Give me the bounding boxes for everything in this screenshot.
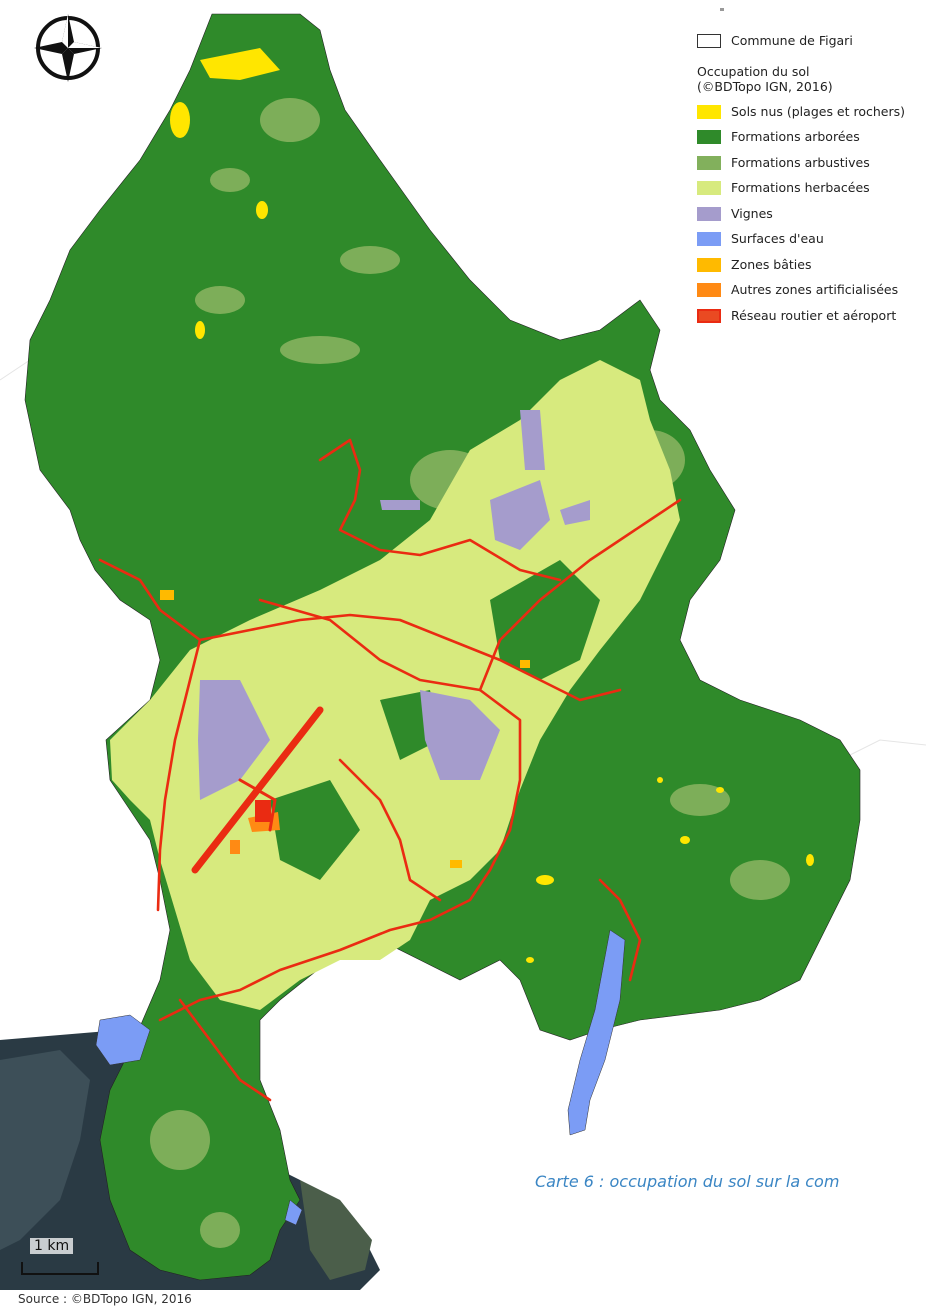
legend-label: Commune de Figari — [731, 32, 853, 48]
satellite-coast — [0, 1050, 90, 1250]
legend-item: Vignes — [697, 201, 926, 227]
legend-item: Formations herbacées — [697, 175, 926, 201]
legend-label: Formations arborées — [731, 129, 860, 145]
legend-swatch — [697, 104, 721, 119]
legend-swatch — [697, 33, 721, 48]
legend-swatch — [697, 308, 721, 323]
built-areas — [160, 590, 530, 868]
legend-item: Réseau routier et aéroport — [697, 303, 926, 329]
legend-title-fragment — [720, 8, 724, 11]
satellite-coast — [300, 1180, 372, 1280]
legend-swatch — [697, 232, 721, 246]
forest-inlier — [490, 560, 600, 680]
legend-group-title-line: Occupation du sol — [697, 63, 810, 79]
legend-swatch — [697, 130, 721, 144]
legend-label: Formations arbustives — [731, 154, 870, 170]
legend-swatch — [697, 155, 721, 170]
legend-swatch — [697, 181, 721, 195]
background-line — [839, 739, 926, 761]
legend-label: Surfaces d'eau — [731, 231, 824, 247]
map-source: Source : ©BDTopo IGN, 2016 — [18, 1292, 192, 1306]
vineyard-patches — [198, 410, 590, 800]
legend-swatch — [697, 206, 721, 221]
forest-inlier — [270, 780, 360, 880]
legend-label: Réseau routier et aéroport — [731, 307, 897, 323]
legend-label: Formations herbacées — [731, 180, 870, 196]
legend-swatch — [697, 257, 721, 272]
legend-item: Formations arborées — [697, 124, 926, 150]
legend-item: Sols nus (plages et rochers) — [697, 99, 926, 125]
legend-swatch — [697, 283, 721, 297]
bare-soil-patches — [170, 48, 814, 963]
legend-label: Sols nus (plages et rochers) — [731, 103, 906, 119]
legend-item: Zones bâties — [697, 252, 926, 278]
legend-label: Zones bâties — [731, 256, 812, 272]
legend-group-title: Occupation du sol (©BDTopo IGN, 2016) — [697, 64, 926, 95]
legend-items: Sols nus (plages et rochers) Formations a… — [697, 99, 926, 329]
north-arrow-compass-icon — [34, 14, 102, 82]
scale-bar-label: 1 km — [30, 1238, 74, 1254]
legend-label: Vignes — [731, 205, 773, 221]
legend-label: Autres zones artificialisées — [731, 282, 899, 298]
scale-bar — [21, 1262, 99, 1275]
road-network — [98, 438, 682, 1102]
legend-group-title-source: (©BDTopo IGN, 2016) — [697, 79, 833, 95]
legend-item: Autres zones artificialisées — [697, 277, 926, 303]
water-bodies — [95, 929, 626, 1226]
map-caption: Carte 6 : occupation du sol sur la com — [535, 1172, 840, 1191]
airport — [191, 706, 324, 874]
legend-item: Formations arbustives — [697, 150, 926, 176]
legend-item: Surfaces d'eau — [697, 226, 926, 252]
map-legend: Commune de Figari Occupation du sol (©BD… — [697, 8, 926, 329]
legend-item-commune: Commune de Figari — [697, 28, 926, 54]
